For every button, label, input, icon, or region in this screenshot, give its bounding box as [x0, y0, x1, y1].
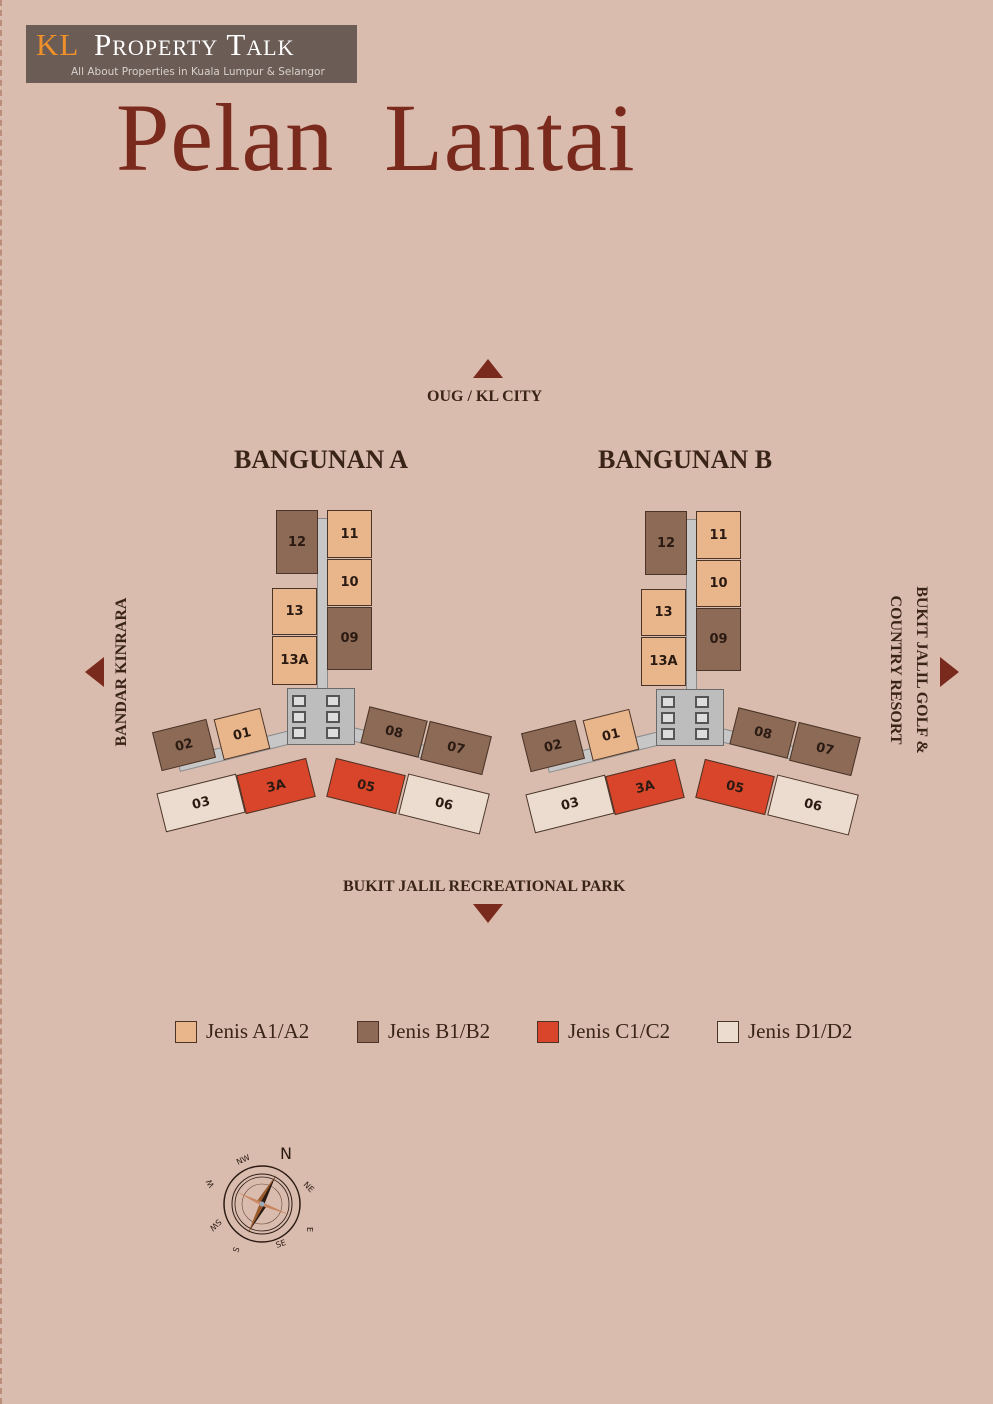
unit-3a: 3A — [236, 757, 316, 815]
unit-01: 01 — [582, 708, 640, 762]
legend-b: Jenis B1/B2 — [357, 1019, 490, 1044]
east-label-line1: BUKIT JALIL GOLF & — [913, 586, 930, 754]
legend-c: Jenis C1/C2 — [537, 1019, 670, 1044]
unit-03: 03 — [525, 774, 615, 834]
unit-10: 10 — [696, 560, 741, 607]
unit-09: 09 — [696, 608, 741, 671]
legend-swatch-b — [357, 1020, 379, 1043]
unit-08: 08 — [360, 706, 428, 758]
logo-tagline: All About Properties in Kuala Lumpur & S… — [71, 66, 325, 78]
east-label-line2: COUNTRY RESORT — [887, 595, 904, 745]
unit-13: 13 — [641, 589, 686, 636]
compass-w: W — [204, 1178, 216, 1189]
legend-a: Jenis A1/A2 — [175, 1019, 309, 1044]
page-title: Pelan Lantai — [116, 84, 636, 191]
north-arrow-icon — [473, 359, 503, 378]
building-a-title: BANGUNAN A — [234, 445, 409, 474]
unit-05: 05 — [326, 757, 406, 815]
lift-icon — [661, 712, 675, 724]
lift-core — [287, 688, 355, 745]
lift-icon — [326, 695, 340, 707]
unit-13a: 13A — [272, 636, 317, 685]
legend-label: Jenis C1/C2 — [568, 1019, 671, 1043]
compass-icon: N NE E SE S SW W NW — [204, 1144, 316, 1254]
compass-ne: NE — [302, 1180, 316, 1194]
lift-icon — [695, 696, 709, 708]
west-arrow-icon — [85, 657, 104, 687]
unit-10: 10 — [327, 559, 372, 606]
unit-09: 09 — [327, 607, 372, 670]
unit-11: 11 — [327, 510, 372, 558]
unit-01: 01 — [213, 707, 271, 761]
legend-label: Jenis D1/D2 — [748, 1019, 853, 1043]
lift-icon — [695, 712, 709, 724]
page-edge — [0, 0, 2, 1404]
compass-nw: NW — [235, 1153, 251, 1167]
compass-sw: SW — [208, 1217, 224, 1233]
compass-se: SE — [275, 1238, 288, 1250]
legend-swatch-c — [537, 1020, 559, 1043]
east-arrow-icon — [940, 657, 959, 687]
lift-icon — [661, 696, 675, 708]
legend-swatch-a — [175, 1020, 197, 1043]
logo-kl: KL — [36, 27, 80, 62]
compass-s: S — [231, 1246, 241, 1254]
lift-icon — [695, 728, 709, 740]
legend-label: Jenis B1/B2 — [388, 1019, 491, 1043]
south-label: BUKIT JALIL RECREATIONAL PARK — [343, 878, 626, 895]
lift-icon — [326, 727, 340, 739]
unit-03: 03 — [156, 773, 246, 833]
legend-d: Jenis D1/D2 — [717, 1019, 852, 1044]
unit-07: 07 — [789, 721, 861, 777]
lift-icon — [292, 695, 306, 707]
unit-13a: 13A — [641, 637, 686, 686]
building-b-title: BANGUNAN B — [598, 445, 773, 474]
unit-12: 12 — [645, 511, 687, 575]
unit-07: 07 — [420, 720, 492, 776]
unit-12: 12 — [276, 510, 318, 574]
unit-06: 06 — [767, 774, 859, 836]
lift-icon — [292, 727, 306, 739]
south-arrow-icon — [473, 904, 503, 923]
unit-06: 06 — [398, 773, 490, 835]
lift-core — [656, 689, 724, 746]
lift-icon — [661, 728, 675, 740]
kl-property-talk-logo: KL Property Talk All About Properties in… — [26, 25, 357, 83]
lift-icon — [326, 711, 340, 723]
unit-3a: 3A — [605, 758, 685, 816]
unit-05: 05 — [695, 758, 775, 816]
north-label: OUG / KL CITY — [427, 388, 543, 405]
legend-label: Jenis A1/A2 — [206, 1019, 310, 1043]
west-label: BANDAR KINRARA — [113, 597, 130, 747]
logo-name: Property Talk — [94, 27, 295, 62]
legend-swatch-d — [717, 1020, 739, 1043]
unit-13: 13 — [272, 588, 317, 635]
unit-11: 11 — [696, 511, 741, 559]
compass-e: E — [305, 1227, 314, 1232]
unit-08: 08 — [729, 707, 797, 759]
lift-icon — [292, 711, 306, 723]
compass-n: N — [280, 1144, 292, 1163]
